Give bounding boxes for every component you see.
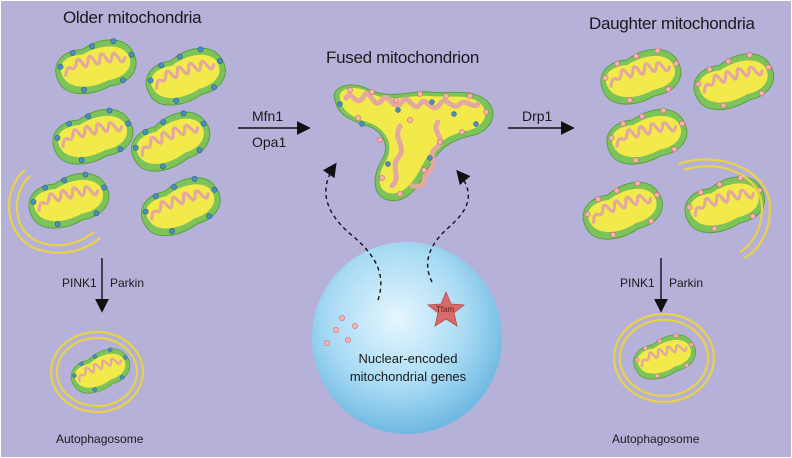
- old-mito-icon: [138, 41, 233, 113]
- daughter-mito-icon: [601, 103, 693, 171]
- old-mito-icon: [23, 167, 115, 235]
- label-autophagosome-right: Autophagosome: [612, 432, 700, 446]
- old-mito-icon: [47, 103, 139, 171]
- label-parkin-left: Parkin: [110, 276, 145, 290]
- old-mito-icon: [122, 103, 219, 180]
- label-daughter-mitochondria: Daughter mitochondria: [589, 14, 755, 33]
- daughter-mito-icon: [678, 170, 772, 240]
- label-pink1-left: PINK1: [62, 276, 97, 290]
- label-drp1: Drp1: [522, 108, 553, 124]
- label-older-mitochondria: Older mitochondria: [63, 8, 202, 27]
- label-pink1-right: PINK1: [620, 276, 655, 290]
- daughter-mito-icon: [687, 47, 781, 117]
- label-tfam: Tfam: [436, 305, 455, 314]
- daughter-mito-icon: [575, 175, 670, 247]
- autophagosome-arc-left: [8, 169, 101, 254]
- old-mito-icon: [133, 169, 229, 244]
- old-mito-icon: [50, 34, 142, 99]
- label-fused-mitochondrion: Fused mitochondrion: [326, 48, 480, 67]
- autophagosome-left-icon: [49, 330, 145, 414]
- tfam-star-icon: [426, 290, 466, 327]
- label-parkin-right: Parkin: [669, 276, 704, 290]
- dashed-arrow-left: [322, 162, 382, 301]
- fused-mito-icon: [333, 84, 494, 202]
- autophagosome-right-icon: [612, 312, 716, 404]
- daughter-mito-icon: [595, 43, 687, 111]
- dashed-arrow-right: [427, 169, 471, 283]
- label-opa1: Opa1: [252, 134, 287, 150]
- label-mfn1: Mfn1: [252, 108, 284, 124]
- nucleus-sphere-icon: [312, 242, 502, 434]
- label-nuclear-line2: mitochondrial genes: [349, 369, 467, 384]
- autophagosome-arc-right: [677, 158, 772, 259]
- label-autophagosome-left: Autophagosome: [56, 432, 144, 446]
- label-nuclear-line1: Nuclear-encoded: [358, 351, 458, 366]
- label-nuclear-genes: Nuclear-encoded mitochondrial genes: [336, 350, 480, 386]
